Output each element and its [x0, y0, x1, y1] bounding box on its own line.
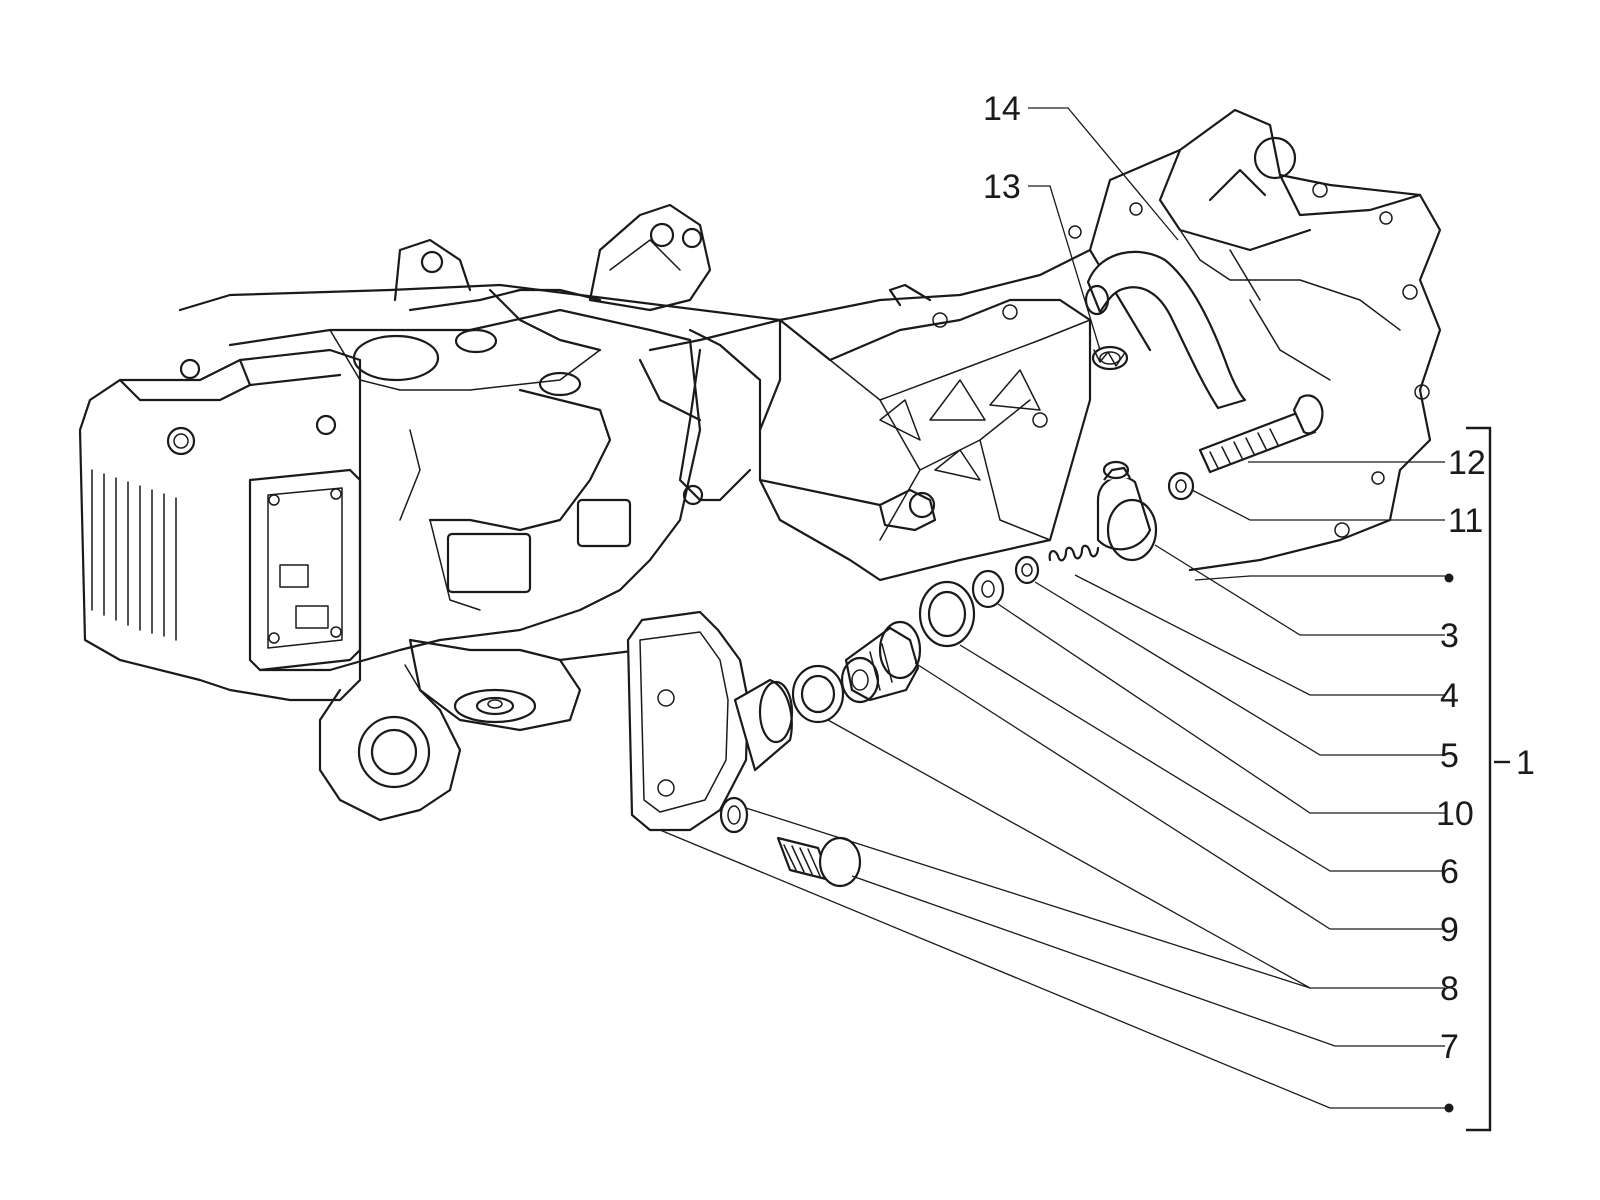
filter-housing-part-7: [626, 610, 794, 832]
washer-part-10: [971, 569, 1005, 609]
seal-ring-part-6: [918, 580, 976, 648]
callout-6: 6: [1440, 853, 1459, 891]
callout-1: 1: [1516, 744, 1535, 782]
callout-9: 9: [1440, 911, 1459, 949]
leader-lines: [659, 107, 1445, 1109]
banjo-union-part-3: [1096, 460, 1158, 562]
callout-14: 14: [983, 90, 1021, 128]
callout-4: 4: [1440, 677, 1459, 715]
washer-part-11: [1167, 471, 1195, 501]
callout-10: 10: [1436, 795, 1474, 833]
engine-housing: [78, 108, 1442, 822]
spring-part-4: [1048, 544, 1100, 562]
callout-8: 8: [1440, 970, 1459, 1008]
screw-part-7b: [776, 836, 862, 888]
ball-part-5: [1014, 555, 1040, 585]
callout-12: 12: [1448, 444, 1486, 482]
bolt-part-12: [1198, 394, 1324, 474]
callout-3: 3: [1440, 617, 1459, 655]
cooling-fins: [91, 469, 177, 641]
callout-11: 11: [1448, 502, 1483, 540]
washer-part-8b: [719, 796, 749, 834]
assembly-bracket: [1466, 426, 1510, 1132]
callout-labels: 14 13 12 11 3 4 5 10 6 9 8 7 1: [983, 90, 1535, 1066]
hose-part-14: [1084, 250, 1247, 410]
reference-dot-upper: [1444, 573, 1454, 583]
seal-ring-part-8: [791, 664, 845, 724]
callout-13: 13: [983, 168, 1021, 206]
callout-7: 7: [1440, 1028, 1459, 1066]
callout-5: 5: [1440, 737, 1459, 775]
hose-clamp-part-13: [1091, 345, 1129, 371]
reference-dot-lower: [1444, 1103, 1454, 1113]
valve-body-part-9: [840, 620, 922, 704]
